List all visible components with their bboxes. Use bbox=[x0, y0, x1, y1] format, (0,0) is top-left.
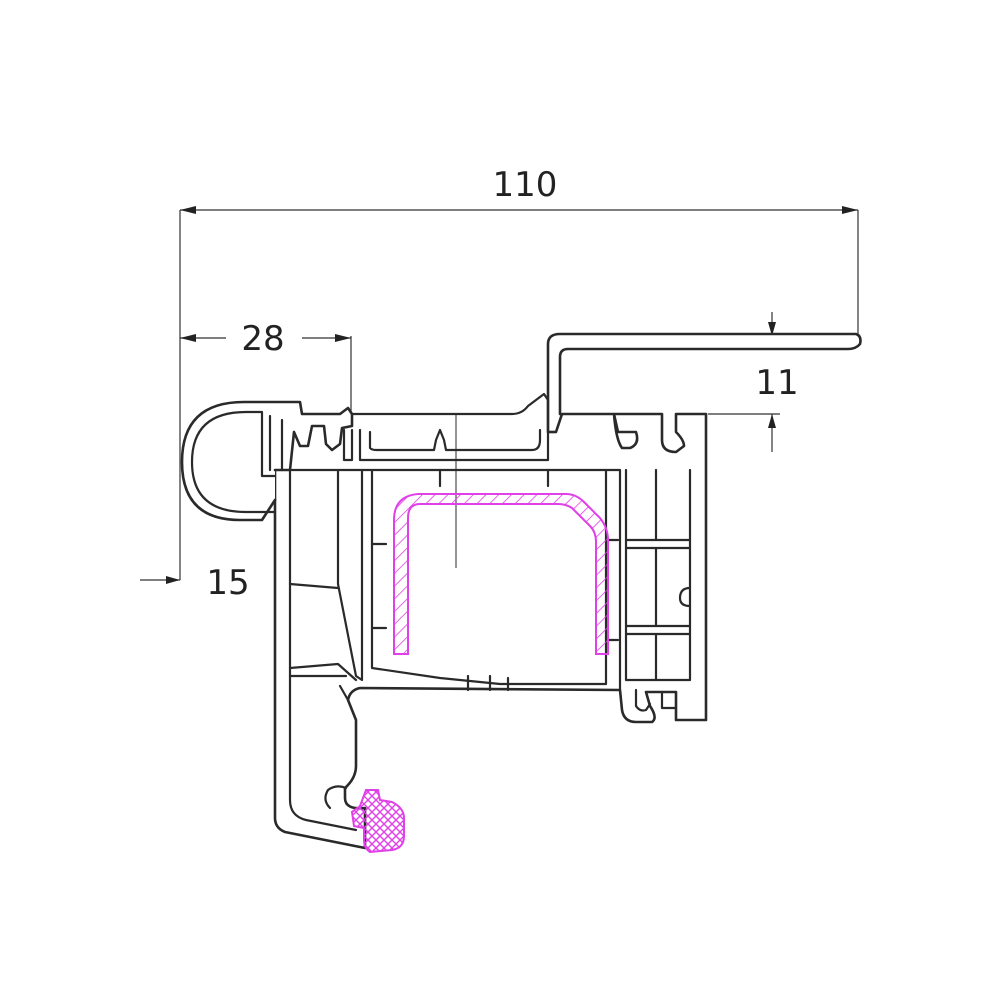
dimension-label-11: 11 bbox=[755, 363, 798, 403]
arrowhead-right bbox=[842, 206, 858, 214]
dimension-label-overall: 110 bbox=[493, 165, 558, 205]
dimension-overall-width: 110 bbox=[179, 165, 859, 580]
profile-notch-right bbox=[678, 586, 692, 608]
profile-bottom-feet bbox=[634, 688, 678, 712]
dimension-flange-height: 11 bbox=[708, 312, 799, 452]
dimension-label-28: 28 bbox=[241, 319, 284, 359]
arrowhead-28-left bbox=[180, 334, 196, 342]
arrowhead-left bbox=[180, 206, 196, 214]
reinforcement-hatched-body bbox=[393, 493, 609, 655]
profile-cavity-ticks bbox=[370, 468, 620, 692]
profile-inner-chamber bbox=[288, 468, 622, 832]
arrowhead-28-right bbox=[335, 334, 351, 342]
arrowhead-15-left bbox=[166, 576, 180, 584]
profile-left-chambers bbox=[288, 582, 358, 682]
profile-right-chambers bbox=[624, 468, 692, 682]
profile-lower-hook bbox=[324, 684, 350, 810]
profile-outer-wall bbox=[273, 332, 862, 850]
steel-reinforcement bbox=[393, 493, 609, 655]
dimension-frame-depth: 28 bbox=[180, 319, 352, 412]
profile-top-wall bbox=[350, 392, 558, 434]
gasket-body bbox=[350, 789, 405, 854]
gasket-seal bbox=[350, 789, 405, 854]
arrowhead-11-bottom bbox=[768, 414, 776, 428]
profile-bead-inner bbox=[190, 410, 277, 514]
dimension-label-15: 15 bbox=[206, 563, 249, 603]
profile-bead-rib bbox=[268, 414, 284, 472]
profile-rounded-bead bbox=[180, 400, 354, 522]
frame-profile bbox=[180, 332, 862, 850]
arrowhead-11-top bbox=[768, 322, 776, 336]
profile-top-channel bbox=[342, 428, 550, 462]
